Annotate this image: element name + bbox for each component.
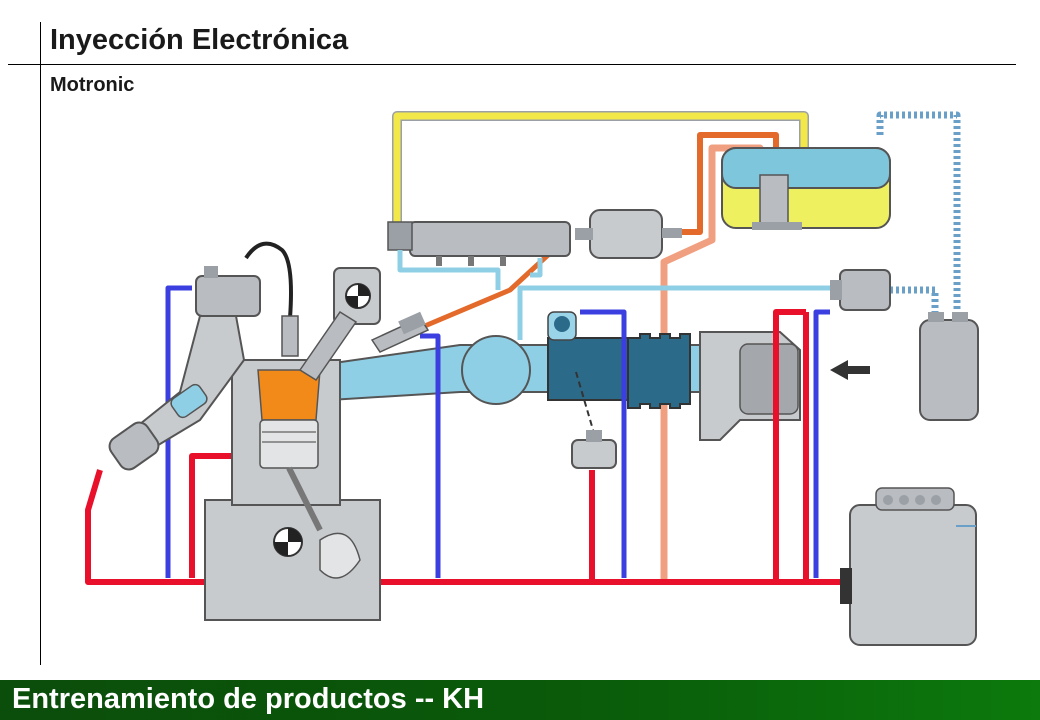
air-flow-meter — [547, 311, 691, 441]
fuel-rail — [387, 221, 571, 266]
left-vertical-rule — [40, 22, 41, 665]
air-inlet-arrow-icon — [830, 360, 870, 380]
motronic-system-diagram — [85, 111, 979, 646]
page-title: Inyección Electrónica — [50, 24, 349, 56]
spark-plug — [244, 241, 299, 357]
red-lines — [85, 309, 848, 585]
footer-text: Entrenamiento de productos -- KH — [12, 683, 485, 715]
cylinder-head — [298, 267, 381, 382]
canister-line — [876, 111, 961, 320]
air-filter — [699, 331, 801, 441]
light-blue-lines — [397, 250, 850, 340]
pressure-regulator — [830, 269, 891, 311]
engine-control-unit — [840, 487, 977, 646]
header-underline — [8, 64, 1016, 65]
fuel-filter — [575, 209, 682, 259]
fuel-tank — [721, 147, 891, 230]
page-subtitle: Motronic — [50, 74, 135, 96]
ignition-assembly — [108, 266, 261, 471]
charcoal-canister — [919, 312, 979, 421]
footer-bar: Entrenamiento de productos -- KH — [0, 680, 1040, 720]
idle-control-valve — [571, 430, 617, 469]
engine-block — [204, 359, 381, 621]
blue-vacuum-lines — [165, 285, 830, 578]
fuel-injector — [370, 311, 430, 353]
